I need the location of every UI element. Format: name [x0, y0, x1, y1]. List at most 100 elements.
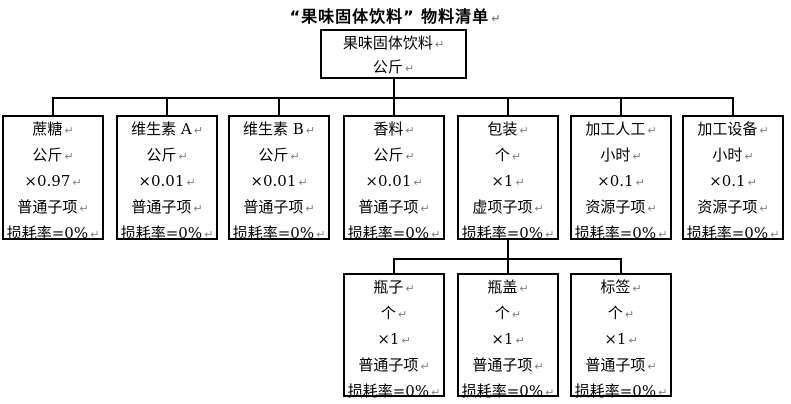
- paragraph-mark-icon: ↵: [647, 360, 657, 373]
- node-line: 加工设备↵: [684, 117, 782, 143]
- connector-drop-bottle-cap: [507, 258, 509, 273]
- node-line-text: 损耗率=0%: [461, 224, 544, 242]
- connector-drop-vitamin-a: [166, 97, 168, 115]
- node-line: 瓶盖↵: [459, 275, 557, 301]
- node-line-text: 个: [494, 146, 510, 164]
- node-line-text: 标签: [600, 278, 631, 296]
- node-line-text: ×0.1: [597, 172, 634, 190]
- node-line-text: 加工人工: [585, 120, 646, 138]
- node-vitamin-b: 维生素 B↵公斤↵×0.01↵普通子项↵损耗率=0%↵: [228, 115, 330, 242]
- node-line-text: 公斤: [372, 58, 403, 76]
- paragraph-mark-icon: ↵: [397, 308, 408, 321]
- node-line: 公斤↵: [345, 143, 443, 169]
- node-line: 香料↵: [345, 117, 443, 143]
- node-line: 损耗率=0%↵: [572, 379, 670, 404]
- node-line-text: 香料: [373, 120, 404, 138]
- node-line: ×1↵: [459, 169, 557, 195]
- node-line: ×0.01↵: [118, 169, 216, 195]
- paragraph-mark-icon: ↵: [431, 228, 441, 241]
- node-line-text: 个: [607, 304, 623, 322]
- node-line-text: ×1: [377, 330, 400, 348]
- node-packaging: 包装↵个↵×1↵虚项子项↵损耗率=0%↵: [457, 115, 559, 242]
- paragraph-mark-icon: ↵: [186, 176, 196, 189]
- node-line-text: ×0.1: [709, 172, 746, 190]
- node-line-text: 损耗率=0%: [120, 224, 203, 242]
- node-line-text: 果味固体饮料: [342, 34, 433, 52]
- node-line-text: 普通子项: [358, 198, 419, 216]
- node-line-text: 瓶子: [373, 278, 404, 296]
- paragraph-mark-icon: ↵: [545, 386, 555, 399]
- paragraph-mark-icon: ↵: [405, 150, 415, 163]
- paragraph-mark-icon: ↵: [404, 62, 415, 75]
- node-line: 虚项子项↵: [459, 195, 557, 221]
- node-line-text: 维生素 A: [131, 120, 192, 138]
- node-sucrose: 蔗糖↵公斤↵×0.97↵普通子项↵损耗率=0%↵: [2, 115, 104, 242]
- paragraph-mark-icon: ↵: [305, 124, 315, 137]
- node-line: 标签↵: [572, 275, 670, 301]
- node-line: 损耗率=0%↵: [459, 221, 557, 247]
- node-line-text: 损耗率=0%: [232, 224, 315, 242]
- paragraph-mark-icon: ↵: [658, 228, 668, 241]
- paragraph-mark-icon: ↵: [519, 282, 529, 295]
- node-line: 加工人工↵: [572, 117, 670, 143]
- node-line: 资源子项↵: [684, 195, 782, 221]
- node-line-text: 普通子项: [17, 198, 78, 216]
- node-flavor: 香料↵公斤↵×0.01↵普通子项↵损耗率=0%↵: [343, 115, 445, 242]
- paragraph-mark-icon: ↵: [534, 202, 544, 215]
- node-line: ×1↵: [459, 327, 557, 353]
- node-line: 瓶子↵: [345, 275, 443, 301]
- node-line-text: 公斤: [146, 146, 177, 164]
- node-bottle: 瓶子↵个↵×1↵普通子项↵损耗率=0%↵: [343, 273, 445, 400]
- paragraph-mark-icon: ↵: [64, 124, 74, 137]
- node-labor: 加工人工↵小时↵×0.1↵资源子项↵损耗率=0%↵: [570, 115, 672, 242]
- node-line-text: 虚项子项: [472, 198, 533, 216]
- paragraph-mark-icon: ↵: [316, 228, 326, 241]
- node-line-text: 损耗率=0%: [574, 224, 657, 242]
- node-line-text: ×1: [491, 172, 514, 190]
- node-line: 个↵: [572, 301, 670, 327]
- paragraph-mark-icon: ↵: [431, 386, 441, 399]
- node-line-text: 公斤: [32, 146, 63, 164]
- paragraph-mark-icon: ↵: [632, 150, 642, 163]
- node-line: 普通子项↵: [230, 195, 328, 221]
- connector-drop-sucrose: [52, 97, 54, 115]
- node-line-text: 小时: [712, 146, 743, 164]
- node-label: 标签↵个↵×1↵普通子项↵损耗率=0%↵: [570, 273, 672, 400]
- node-equipment: 加工设备↵小时↵×0.1↵资源子项↵损耗率=0%↵: [682, 115, 784, 242]
- node-line: 损耗率=0%↵: [345, 221, 443, 247]
- node-line-text: 公斤: [373, 146, 404, 164]
- paragraph-mark-icon: ↵: [420, 360, 430, 373]
- paragraph-mark-icon: ↵: [64, 150, 74, 163]
- paragraph-mark-icon: ↵: [747, 176, 757, 189]
- node-line: ×1↵: [345, 327, 443, 353]
- paragraph-mark-icon: ↵: [744, 150, 754, 163]
- connector-drop-vitamin-b: [278, 97, 280, 115]
- node-line: 公斤↵: [230, 143, 328, 169]
- node-line-text: 维生素 B: [242, 120, 304, 138]
- paragraph-mark-icon: ↵: [298, 176, 308, 189]
- node-line: 损耗率=0%↵: [459, 379, 557, 404]
- node-vitamin-a: 维生素 A↵公斤↵×0.01↵普通子项↵损耗率=0%↵: [116, 115, 218, 242]
- node-line-text: ×0.01: [138, 172, 185, 190]
- paragraph-mark-icon: ↵: [658, 386, 668, 399]
- node-line: 损耗率=0%↵: [684, 221, 782, 247]
- node-line-text: 普通子项: [131, 198, 192, 216]
- node-line: 维生素 A↵: [118, 117, 216, 143]
- paragraph-mark-icon: ↵: [515, 176, 525, 189]
- node-line-text: ×0.97: [24, 172, 71, 190]
- paragraph-mark-icon: ↵: [647, 124, 657, 137]
- node-line: 损耗率=0%↵: [572, 221, 670, 247]
- connector-drop-labor: [620, 97, 622, 115]
- node-line-text: 损耗率=0%: [6, 224, 89, 242]
- connector-drop-equipment: [732, 97, 734, 115]
- paragraph-mark-icon: ↵: [79, 202, 89, 215]
- node-line: 公斤↵: [322, 56, 465, 80]
- connector-drop-label: [620, 258, 622, 273]
- node-line: 包装↵: [459, 117, 557, 143]
- node-line: 普通子项↵: [459, 353, 557, 379]
- node-line-text: 普通子项: [358, 356, 419, 374]
- paragraph-mark-icon: ↵: [647, 202, 657, 215]
- node-line: 普通子项↵: [345, 353, 443, 379]
- node-line: ×0.1↵: [572, 169, 670, 195]
- paragraph-mark-icon: ↵: [405, 124, 415, 137]
